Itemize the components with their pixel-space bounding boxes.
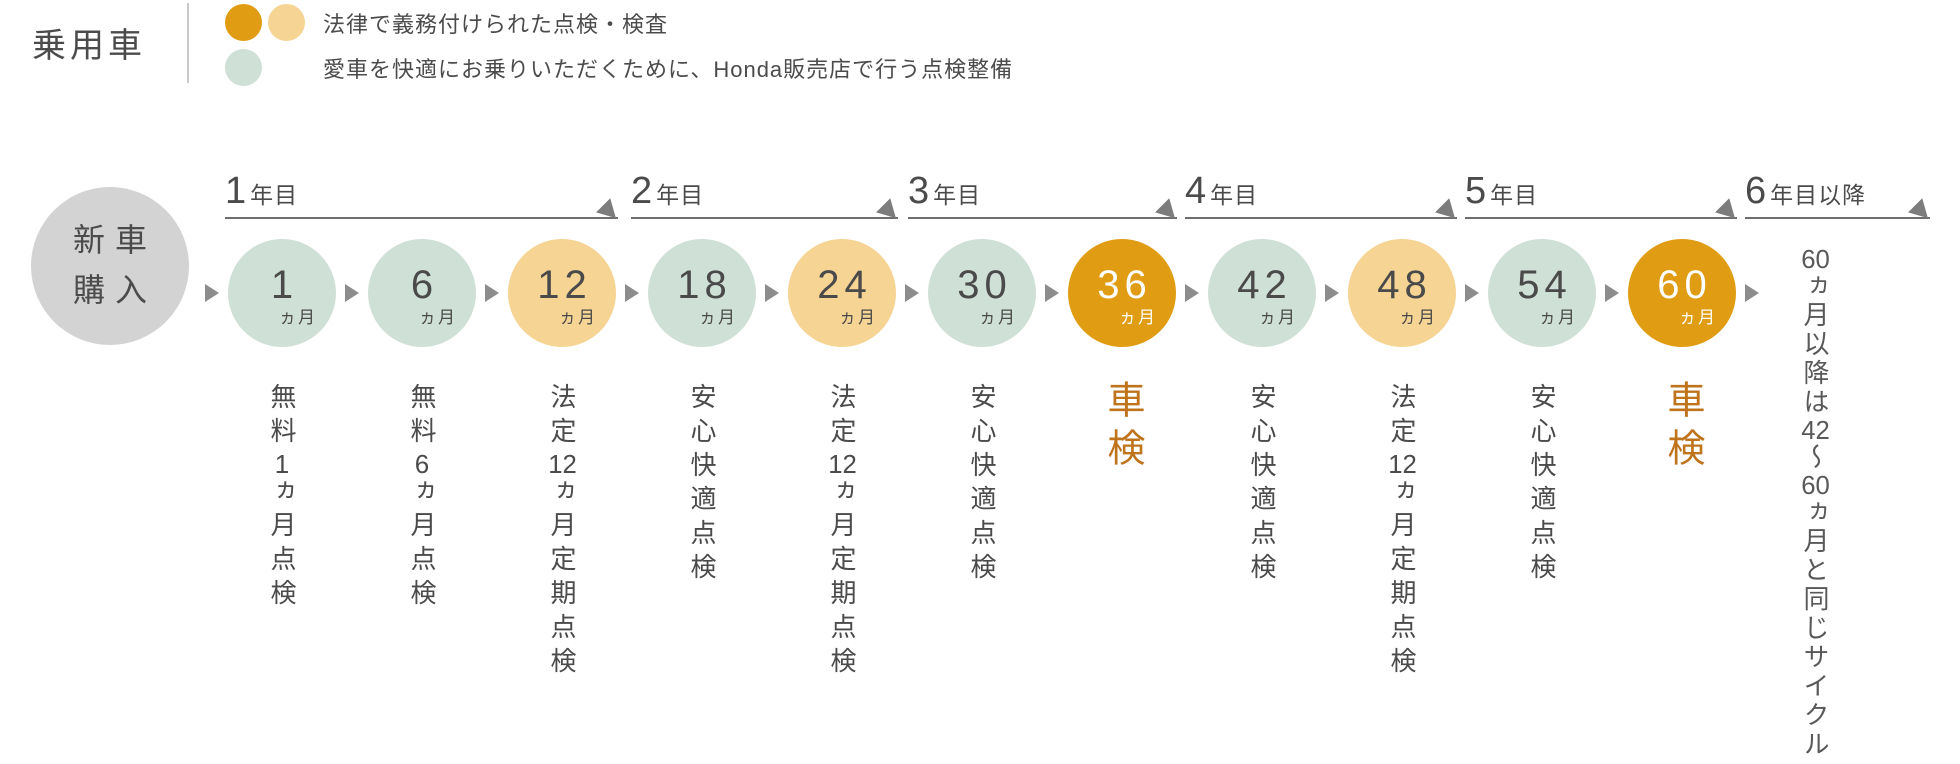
milestone-label-42-month: 安心快適点検 <box>1247 383 1277 587</box>
milestone-month-number: 24 <box>817 262 872 307</box>
milestone-month-number: 18 <box>677 262 732 307</box>
flow-arrow-icon <box>1465 284 1479 302</box>
year-suffix: 年目 <box>1490 182 1539 208</box>
year-number: 3 <box>908 170 930 212</box>
after-cycle-note: 60ヵ月以降は42〜60ヵ月と同じサイクル <box>1800 246 1830 759</box>
milestone-month-unit: ヵ月 <box>1539 307 1577 327</box>
flow-arrow-icon <box>1605 284 1619 302</box>
year-number: 1 <box>225 170 247 212</box>
year-suffix: 年目以降 <box>1770 182 1867 208</box>
milestone-month-unit: ヵ月 <box>1399 307 1437 327</box>
year-number: 2 <box>631 170 653 212</box>
milestone-label-12-month: 法定12ヵ月定期点検 <box>547 383 577 681</box>
flow-arrow-icon <box>485 284 499 302</box>
milestone-month-unit: ヵ月 <box>1259 307 1297 327</box>
flow-arrow-icon <box>765 284 779 302</box>
flow-arrow-icon <box>625 284 639 302</box>
flow-arrow-icon <box>345 284 359 302</box>
milestone-month-number: 12 <box>537 262 592 307</box>
start-circle-new-car-purchase: 新車 購入 <box>31 187 189 345</box>
milestone-month-unit: ヵ月 <box>979 307 1017 327</box>
flow-arrow-icon <box>905 284 919 302</box>
flow-arrow-icon <box>205 284 219 302</box>
legend-label-honda: 愛車を快適にお乗りいただくために、Honda販売店で行う点検整備 <box>323 56 1014 82</box>
flow-arrow-icon <box>1045 284 1059 302</box>
milestone-month-unit: ヵ月 <box>1119 307 1157 327</box>
year-line <box>1465 198 1742 226</box>
milestone-month-number: 30 <box>957 262 1012 307</box>
year-line <box>225 198 623 226</box>
legend-dot-legal-dark-icon <box>225 4 262 41</box>
year-line <box>631 198 903 226</box>
milestone-month-unit: ヵ月 <box>699 307 737 327</box>
milestone-month-number: 48 <box>1377 262 1432 307</box>
year-suffix: 年目 <box>250 182 299 208</box>
flow-arrow-icon <box>1745 284 1759 302</box>
milestone-label-36-month: 車検 <box>1101 380 1143 476</box>
milestone-month-unit: ヵ月 <box>419 307 457 327</box>
year-suffix: 年目 <box>1210 182 1259 208</box>
milestone-month-number: 60 <box>1657 262 1712 307</box>
milestone-month-unit: ヵ月 <box>279 307 317 327</box>
year-line <box>908 198 1182 226</box>
year-suffix: 年目 <box>656 182 705 208</box>
year-line <box>1185 198 1462 226</box>
legend-item-legal: 法律で義務付けられた点検・検査 <box>225 4 668 41</box>
milestone-label-54-month: 安心快適点検 <box>1527 383 1557 587</box>
legend-dot-legal-light-icon <box>268 4 305 41</box>
start-label-line1: 新車 <box>72 222 157 259</box>
milestone-label-18-month: 安心快適点検 <box>687 383 717 587</box>
flow-arrow-icon <box>1325 284 1339 302</box>
year-number: 6 <box>1745 170 1767 212</box>
milestone-month-unit: ヵ月 <box>839 307 877 327</box>
milestone-month-number: 36 <box>1097 262 1152 307</box>
milestone-label-24-month: 法定12ヵ月定期点検 <box>827 383 857 681</box>
milestone-label-30-month: 安心快適点検 <box>967 383 997 587</box>
year-number: 4 <box>1185 170 1207 212</box>
year-number: 5 <box>1465 170 1487 212</box>
milestone-label-6-month: 無料6ヵ月点検 <box>407 383 437 613</box>
header-divider <box>187 3 189 83</box>
year-suffix: 年目 <box>933 182 982 208</box>
milestone-month-number: 42 <box>1237 262 1292 307</box>
start-label-line2: 購入 <box>72 272 157 308</box>
milestone-month-unit: ヵ月 <box>1679 307 1717 327</box>
milestone-month-number: 1 <box>270 262 299 307</box>
milestone-month-number: 6 <box>410 262 439 307</box>
milestone-label-48-month: 法定12ヵ月定期点検 <box>1387 383 1417 681</box>
legend-dot-honda-icon <box>225 49 262 86</box>
legend-item-honda: 愛車を快適にお乗りいただくために、Honda販売店で行う点検整備 <box>225 49 1013 86</box>
flow-arrow-icon <box>1185 284 1199 302</box>
legend-label-legal: 法律で義務付けられた点検・検査 <box>323 11 669 37</box>
milestone-label-1-month: 無料1ヵ月点検 <box>267 383 297 613</box>
milestone-label-60-month: 車検 <box>1661 380 1703 476</box>
year-line <box>1745 198 1935 226</box>
milestone-month-number: 54 <box>1517 262 1572 307</box>
milestone-month-unit: ヵ月 <box>559 307 597 327</box>
vehicle-type-title: 乗用車 <box>32 27 146 65</box>
